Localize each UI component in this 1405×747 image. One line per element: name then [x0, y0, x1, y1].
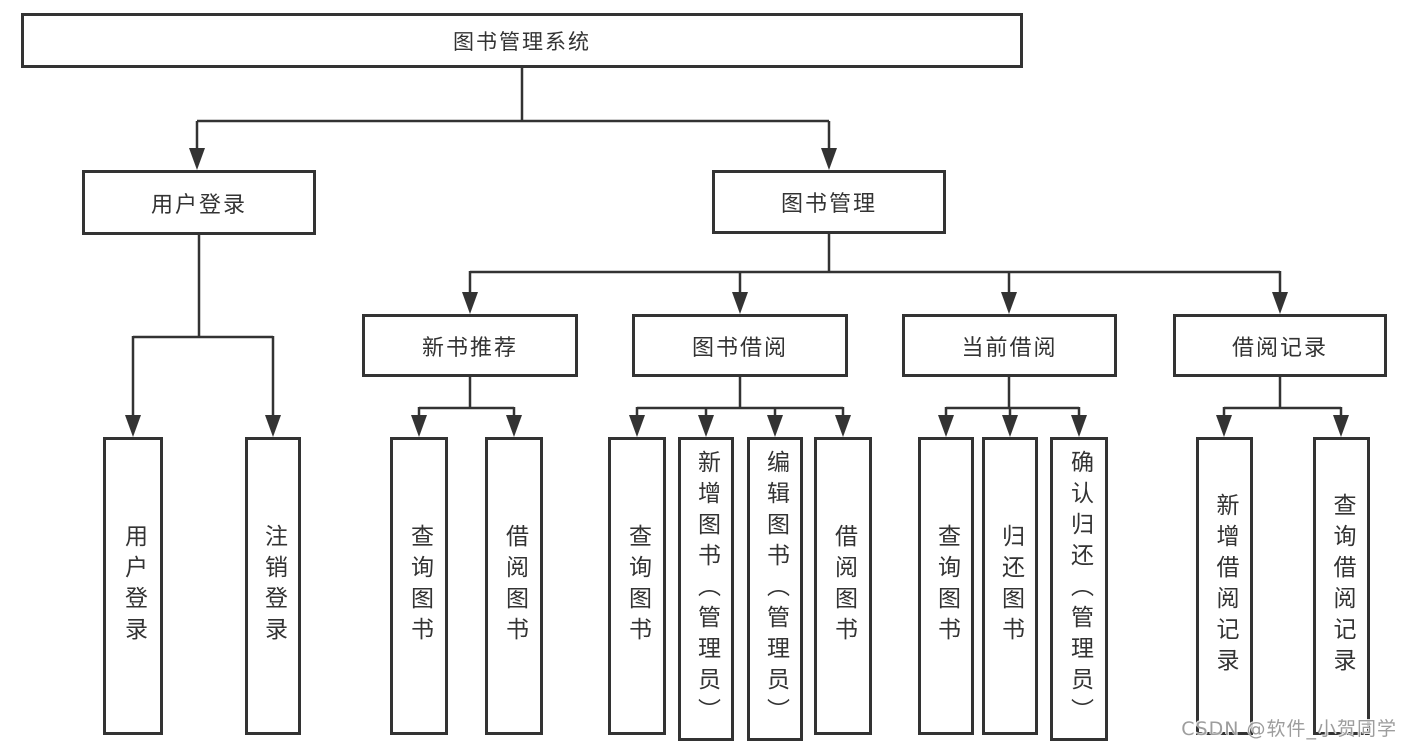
leaf-logout: 注销登录: [245, 437, 301, 735]
edge-new-book-recommend-to-leaves: [411, 377, 522, 437]
node-book-borrowing: 图书借阅: [632, 314, 848, 377]
node-label: 图书借阅: [691, 335, 788, 361]
node-borrowing-records: 借阅记录: [1173, 314, 1387, 377]
leaf-edit-book-admin: 编辑图书（管理员）: [747, 437, 803, 741]
leaf-borrowing-query-book: 查询图书: [608, 437, 666, 735]
leaf-confirm-return-admin: 确认归还（管理员）: [1050, 437, 1108, 741]
edge-book-management-to-level3: [462, 234, 1288, 314]
edge-root-to-level2: [189, 68, 837, 170]
node-user-login-branch: 用户登录: [82, 170, 316, 235]
node-label: 新增图书（管理员）: [693, 449, 720, 729]
leaf-current-query-book: 查询图书: [918, 437, 974, 735]
node-label: 用户登录: [120, 524, 147, 648]
edge-book-borrowing-to-leaves: [629, 377, 851, 437]
csdn-watermark: CSDN @软件_小贺同学: [1181, 718, 1397, 740]
node-label: 借阅图书: [501, 524, 528, 648]
leaf-query-borrow-record: 查询借阅记录: [1313, 437, 1370, 735]
node-new-book-recommend: 新书推荐: [362, 314, 578, 377]
node-label: 图书管理系统: [453, 29, 591, 54]
node-label: 图书管理: [780, 192, 877, 217]
node-label: 查询图书: [933, 524, 960, 648]
leaf-recommend-borrow-book: 借阅图书: [485, 437, 543, 735]
leaf-borrowing-borrow-book: 借阅图书: [814, 437, 872, 735]
node-label: 新书推荐: [421, 335, 518, 361]
node-label: 查询借阅记录: [1329, 493, 1355, 679]
node-label: 归还图书: [997, 524, 1024, 648]
node-label: 注销登录: [260, 524, 287, 648]
leaf-user-login: 用户登录: [103, 437, 163, 735]
node-label: 用户登录: [150, 192, 247, 218]
node-label: 借阅图书: [830, 524, 857, 648]
leaf-return-book: 归还图书: [982, 437, 1038, 735]
node-label: 新增借阅记录: [1212, 493, 1238, 679]
node-label: 编辑图书（管理员）: [762, 449, 789, 729]
node-label: 确认归还（管理员）: [1066, 449, 1093, 729]
node-book-management: 图书管理: [712, 170, 946, 234]
node-label: 查询图书: [406, 524, 433, 648]
node-current-borrowing: 当前借阅: [902, 314, 1117, 377]
edge-user-login-to-leaves: [125, 235, 281, 437]
leaf-recommend-query-book: 查询图书: [390, 437, 448, 735]
node-label: 当前借阅: [961, 335, 1058, 361]
leaf-add-book-admin: 新增图书（管理员）: [678, 437, 734, 741]
edge-current-borrowing-to-leaves: [938, 377, 1087, 437]
node-label: 查询图书: [624, 524, 651, 648]
node-library-management-system: 图书管理系统: [21, 13, 1023, 68]
edge-borrowing-records-to-leaves: [1216, 377, 1349, 437]
node-label: 借阅记录: [1231, 335, 1328, 361]
leaf-add-borrow-record: 新增借阅记录: [1196, 437, 1253, 735]
